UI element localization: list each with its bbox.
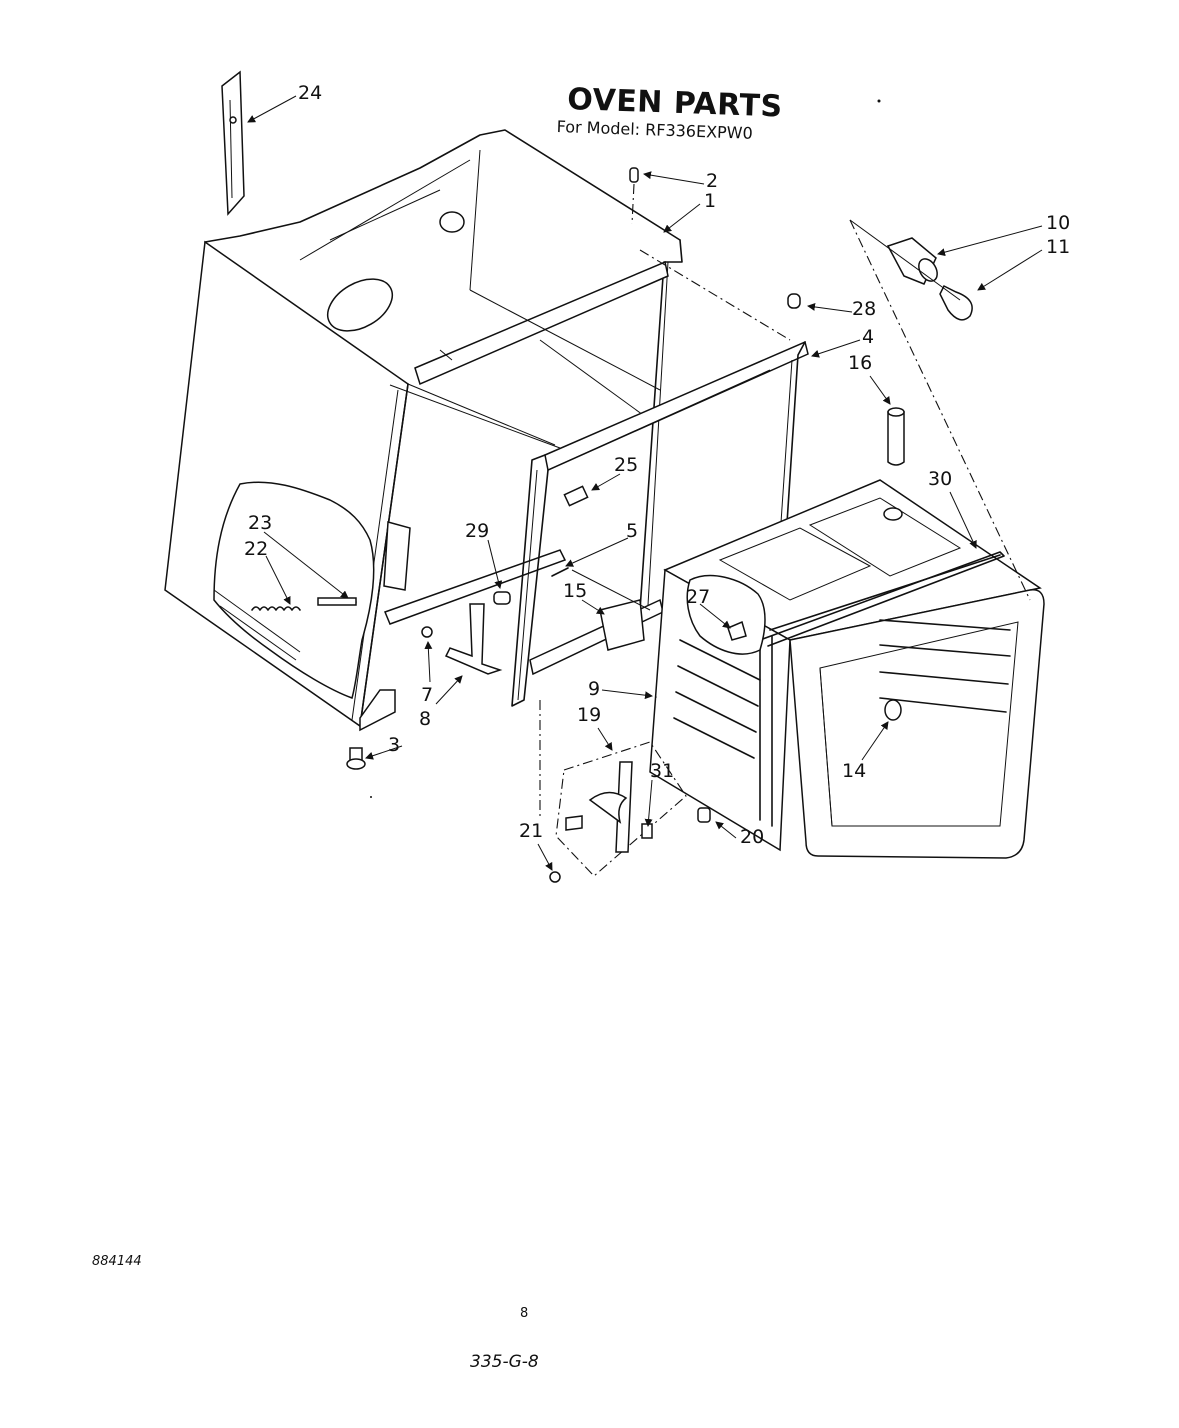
callout-1: 1: [704, 190, 717, 212]
part-25-switch: [563, 485, 589, 507]
part-16-vent-tube: [883, 407, 905, 521]
part-11-bulb: [849, 219, 1031, 601]
part-28-plug: [787, 293, 801, 309]
part-7-nut: [421, 626, 433, 638]
page-number: 8: [520, 1306, 529, 1321]
callout-29: 29: [465, 520, 490, 542]
part-3-leveling-leg: [346, 747, 366, 770]
part-21-clip: [549, 871, 561, 883]
part-8-latch-arm: [444, 603, 503, 675]
callout-30: 30: [928, 468, 953, 490]
callout-5: 5: [626, 520, 639, 542]
part-15-bracket: [571, 569, 651, 651]
callout-20: 20: [740, 826, 765, 848]
leader-arrows: [247, 95, 1043, 871]
callout-22: 22: [244, 538, 269, 560]
callout-19: 19: [577, 704, 602, 726]
part-27-cutaway: [686, 574, 766, 655]
callout-4: 4: [862, 326, 875, 348]
callout-9: 9: [588, 678, 601, 700]
callout-16: 16: [848, 352, 873, 374]
stray-mark: [370, 796, 372, 798]
callout-25: 25: [614, 454, 639, 476]
spring-cutaway-view: [213, 481, 375, 699]
callout-11: 11: [1046, 236, 1071, 258]
callout-31: 31: [650, 760, 675, 782]
callout-24: 24: [298, 82, 323, 104]
document-code: 884144: [92, 1254, 142, 1269]
callout-2: 2: [706, 170, 719, 192]
callout-8: 8: [419, 708, 432, 730]
callout-28: 28: [852, 298, 877, 320]
part-9-oven-liner: [649, 479, 1045, 859]
callout-23: 23: [248, 512, 273, 534]
part-2-screw: [629, 167, 639, 225]
part-10-light-socket: [886, 237, 938, 285]
callout-7: 7: [421, 684, 434, 706]
part-24-bracket: [221, 70, 245, 216]
part-29-roller: [493, 591, 511, 605]
callout-10: 10: [1046, 212, 1071, 234]
part-20-screw: [697, 807, 711, 823]
handwritten-reference: 335-G-8: [470, 1352, 539, 1372]
part-19-latch-assembly: [539, 700, 687, 877]
callout-14: 14: [842, 760, 867, 782]
callout-27: 27: [686, 586, 711, 608]
part-5-pin: [551, 567, 569, 577]
stray-mark: [877, 99, 881, 103]
part-30-gasket: [759, 551, 1005, 647]
callout-15: 15: [563, 580, 588, 602]
callout-21: 21: [519, 820, 544, 842]
callout-3: 3: [388, 734, 401, 756]
